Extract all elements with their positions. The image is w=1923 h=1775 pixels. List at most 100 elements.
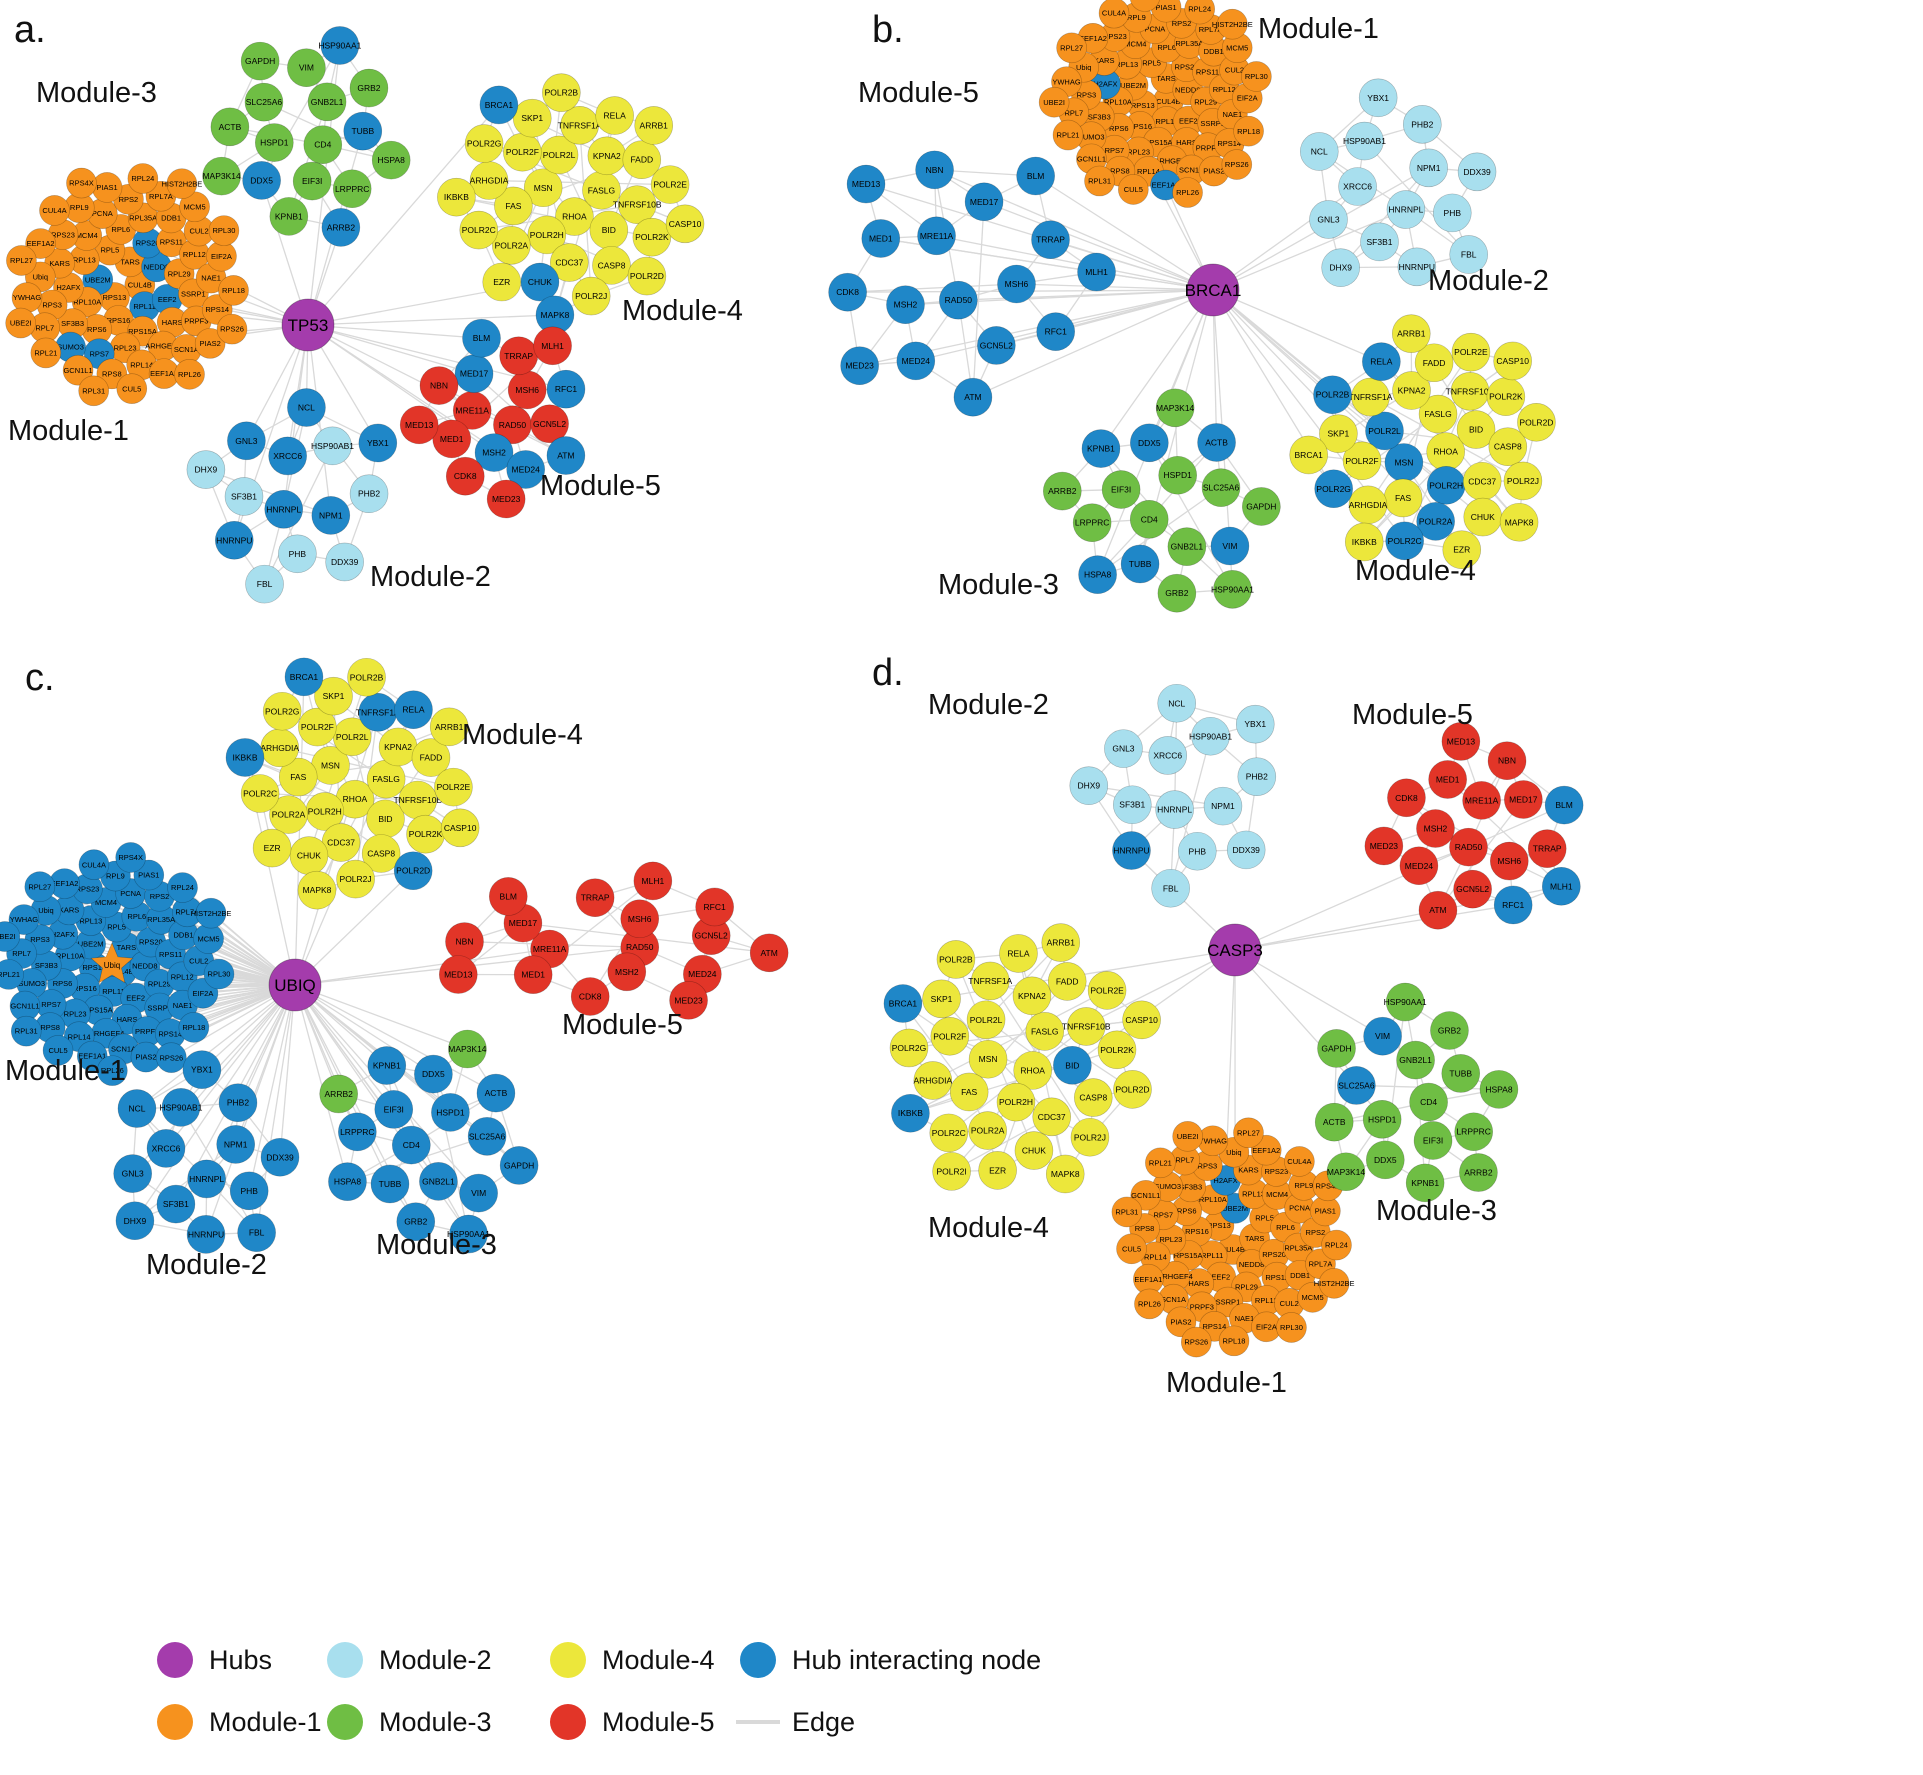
node-label-RPS14: RPS14	[205, 305, 229, 314]
node-label-RPS3: RPS3	[1198, 1161, 1218, 1170]
node-label-EEF1A1: EEF1A1	[1152, 181, 1180, 190]
node-CD4	[1409, 1082, 1448, 1122]
node-label-RPS11: RPS11	[1265, 1273, 1288, 1282]
node-label-RPL11: RPL11	[1201, 1251, 1223, 1260]
node-RELA	[999, 934, 1038, 973]
legend-label-module-4: Module-4	[602, 1645, 715, 1675]
node-label-RPL21: RPL21	[1057, 131, 1080, 140]
node-label-SCN1A: SCN1A	[111, 1044, 136, 1053]
node-label-RPS13: RPS13	[103, 293, 127, 302]
node-label-MAPK8: MAPK8	[1505, 517, 1534, 527]
node-label-CASP8: CASP8	[1494, 442, 1522, 452]
node-label-BLM: BLM	[1555, 800, 1572, 810]
node-CDK8	[828, 272, 867, 312]
node-RPS26	[216, 313, 248, 345]
node-CASP10	[1122, 1000, 1161, 1040]
node-label-POLR2G: POLR2G	[467, 139, 502, 149]
node-MED1	[1428, 760, 1467, 799]
node-label-POLR2J: POLR2J	[575, 291, 607, 301]
node-label-DHX9: DHX9	[1077, 781, 1100, 791]
node-label-NCL: NCL	[1168, 698, 1185, 708]
node-label-PRPF3: PRPF3	[1190, 1302, 1214, 1311]
node-label-PIAS2: PIAS2	[200, 339, 221, 348]
node-RPL24	[167, 872, 198, 903]
node-label-MSH2: MSH2	[1424, 823, 1448, 833]
node-RPL24	[127, 163, 159, 194]
node-label-MED17: MED17	[1509, 794, 1538, 804]
node-label-POLR2H: POLR2H	[308, 806, 342, 816]
node-label-RPL11: RPL11	[133, 302, 155, 311]
node-POLR2A	[1416, 502, 1455, 541]
node-label-MLH1: MLH1	[541, 341, 564, 351]
node-RPL30	[1276, 1312, 1307, 1343]
node-label-POLR2C: POLR2C	[243, 789, 277, 799]
node-label-KPNA2: KPNA2	[1398, 385, 1426, 395]
node-CD4	[1129, 499, 1169, 539]
node-label-DDB1: DDB1	[174, 930, 194, 939]
node-label-GAPDH: GAPDH	[245, 56, 275, 66]
node-label-KARS: KARS	[1238, 1166, 1258, 1175]
node-label-KPNB1: KPNB1	[1411, 1178, 1439, 1188]
node-label-RPS15A: RPS15A	[128, 327, 157, 336]
node-label-DDB1: DDB1	[1290, 1271, 1310, 1280]
node-label-GNB2L1: GNB2L1	[1171, 542, 1204, 552]
node-label-CD4: CD4	[314, 140, 331, 150]
node-label-TUBB: TUBB	[1129, 559, 1152, 569]
node-MLH1	[633, 861, 673, 901]
node-POLR2C	[1385, 521, 1424, 561]
node-label-POLR2H: POLR2H	[999, 1097, 1033, 1107]
node-label-SKP1: SKP1	[931, 994, 953, 1004]
node-label-FASLG: FASLG	[372, 774, 399, 784]
node-RPS4X	[1130, 0, 1160, 12]
node-label-CUL4B: CUL4B	[128, 281, 152, 290]
node-label-RPL13: RPL13	[79, 916, 102, 925]
node-label-SCN1A: SCN1A	[1161, 1295, 1186, 1304]
node-label-NBN: NBN	[1498, 756, 1516, 766]
module-label-b-module-3: Module-3	[938, 569, 1059, 601]
node-label-RPS11: RPS11	[160, 237, 183, 246]
node-GNL3	[113, 1154, 152, 1193]
node-label-POLR2C: POLR2C	[932, 1128, 966, 1138]
node-label-RPL30: RPL30	[1280, 1323, 1303, 1332]
node-label-XRCC6: XRCC6	[273, 451, 302, 461]
node-label-EIF3I: EIF3I	[1423, 1135, 1443, 1145]
node-label-CUL5: CUL5	[1122, 1244, 1141, 1253]
node-CDK8	[1387, 778, 1426, 818]
node-KPNB1	[1405, 1163, 1445, 1203]
node-label-HIST2H2BE: HIST2H2BE	[161, 179, 202, 188]
node-HNRNPL	[1386, 190, 1426, 229]
panel-b: CUL4BRPS13TARSRPL11UBE2MNEDD8RPS16RPL5EE…	[828, 0, 1556, 613]
node-label-ARHGDIA: ARHGDIA	[913, 1075, 952, 1085]
module-label-c-module-2: Module-2	[146, 1249, 267, 1281]
node-label-POLR2L: POLR2L	[543, 150, 576, 160]
node-label-SF3B3: SF3B3	[1179, 1182, 1202, 1191]
node-label-YBX1: YBX1	[191, 1065, 213, 1075]
node-label-PHB: PHB	[240, 1186, 258, 1196]
node-label-MED13: MED13	[1447, 736, 1476, 746]
node-label-EEF2: EEF2	[1211, 1273, 1230, 1282]
node-label-NCL: NCL	[298, 403, 315, 413]
node-label-GCN5L2: GCN5L2	[1456, 884, 1489, 894]
node-SKP1	[922, 979, 961, 1019]
node-DHX9	[1321, 248, 1360, 287]
node-label-SF3B1: SF3B1	[163, 1199, 189, 1209]
node-MAPK8	[297, 870, 337, 910]
node-GRB2	[1430, 1011, 1469, 1050]
node-label-MED13: MED13	[405, 420, 434, 430]
node-label-UBE2M: UBE2M	[85, 275, 111, 284]
node-RPS26	[1221, 149, 1253, 180]
node-label-IKBKB: IKBKB	[232, 752, 257, 762]
node-BRCA1	[479, 85, 519, 125]
node-RPL21	[1052, 119, 1084, 151]
node-label-RPS13: RPS13	[1131, 101, 1155, 110]
panel-c: RHOAMSNFASLGPOLR2HPOLR2LBIDFASKPNA2CDC37…	[0, 657, 789, 1281]
node-label-GCN5L2: GCN5L2	[695, 931, 728, 941]
node-HSPD1	[1362, 1100, 1402, 1139]
node-label-RPS15A: RPS15A	[1174, 1251, 1203, 1260]
hub-label-CASP3: CASP3	[1207, 941, 1263, 960]
node-NPM1	[1409, 148, 1448, 188]
node-label-PIAS1: PIAS1	[96, 183, 117, 192]
node-label-PCNA: PCNA	[1144, 24, 1165, 33]
node-label-XRCC6: XRCC6	[152, 1143, 181, 1153]
node-HNRNPL	[264, 490, 304, 529]
